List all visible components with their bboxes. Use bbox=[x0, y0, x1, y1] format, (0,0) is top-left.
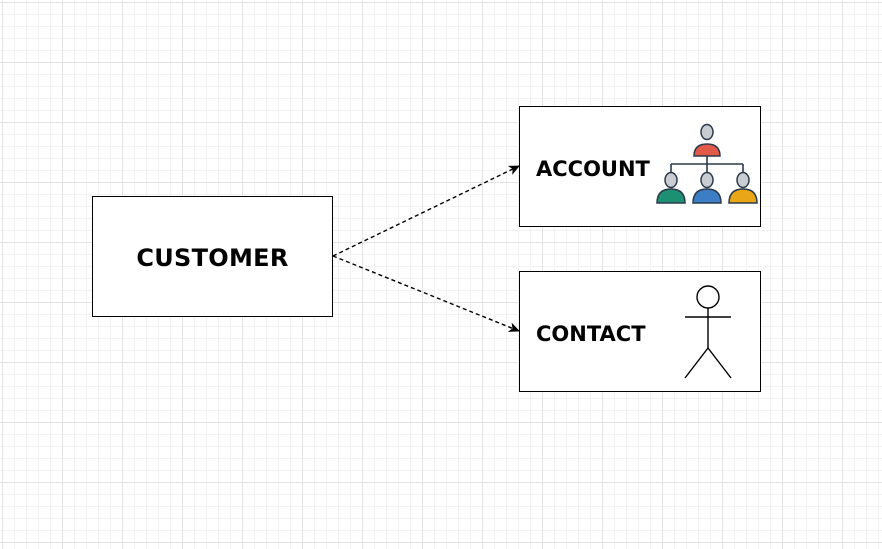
edge-customer-to-contact[interactable] bbox=[332, 255, 520, 332]
person-yellow bbox=[728, 171, 758, 204]
contact-label: CONTACT bbox=[536, 322, 646, 346]
org-chart-icon bbox=[656, 123, 758, 204]
account-node[interactable]: ACCOUNT bbox=[519, 106, 761, 227]
person-blue bbox=[692, 171, 722, 204]
person-green bbox=[656, 171, 686, 204]
person-top bbox=[693, 123, 721, 157]
account-label: ACCOUNT bbox=[536, 157, 650, 181]
contact-node[interactable]: CONTACT bbox=[519, 271, 761, 392]
customer-node[interactable]: CUSTOMER bbox=[92, 196, 333, 317]
stick-figure-actor-icon bbox=[684, 285, 732, 379]
edge-customer-to-account[interactable] bbox=[332, 165, 520, 257]
customer-label: CUSTOMER bbox=[136, 244, 289, 272]
